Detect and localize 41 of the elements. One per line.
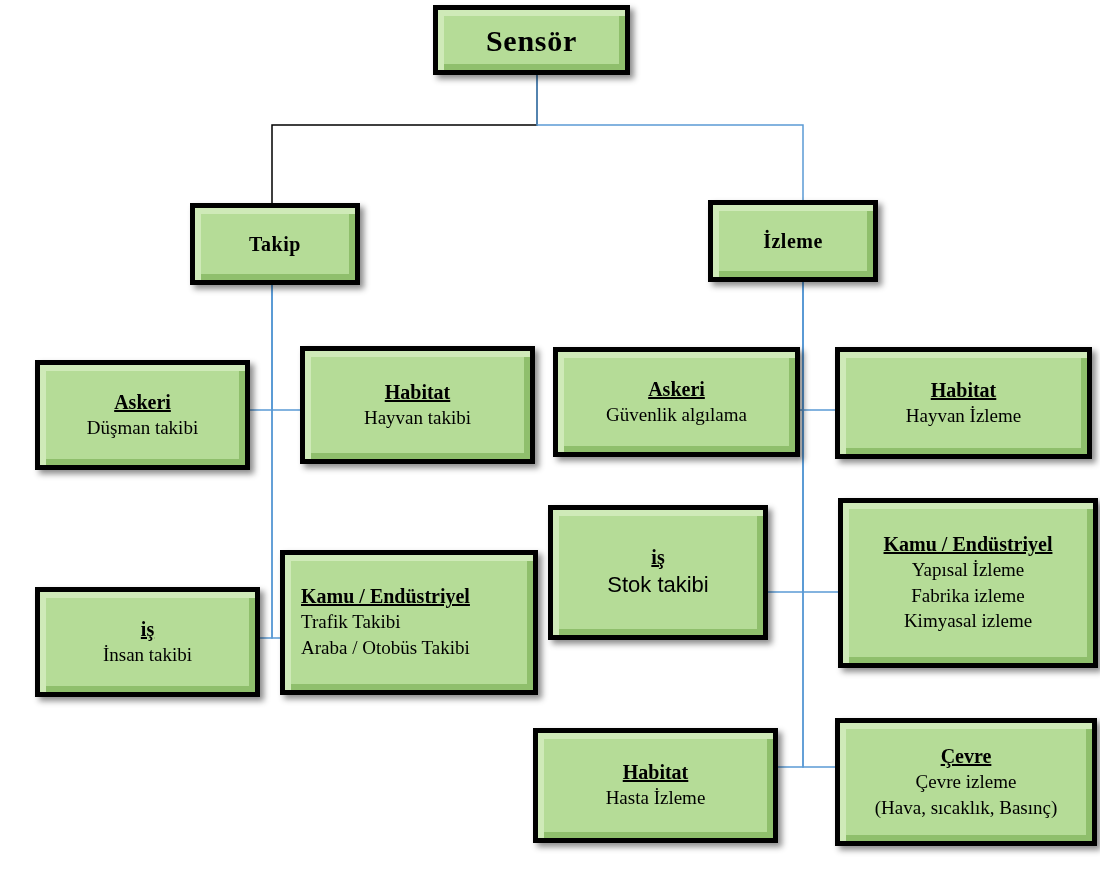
item-text: Stok takibi xyxy=(607,571,709,600)
category-box xyxy=(190,203,360,285)
category-box xyxy=(35,360,250,470)
item-text: Düşman takibi xyxy=(86,415,199,440)
category-heading: Çevre xyxy=(940,743,992,769)
item-text: Araba / Otobüs Takibi xyxy=(301,636,470,660)
item-text: İnsan takibi xyxy=(102,642,193,667)
category-heading: iş xyxy=(140,616,155,642)
item-text: (Hava, sıcaklık, Basınç) xyxy=(874,795,1058,820)
item-text: Güvenlik algılama xyxy=(606,402,747,427)
category-heading: iş xyxy=(651,545,665,571)
category-box xyxy=(553,347,800,457)
item-text: Fabrika izleme xyxy=(911,583,1025,608)
node-title: İzleme xyxy=(763,229,823,254)
category-box xyxy=(708,200,878,282)
category-heading: Habitat xyxy=(930,377,997,403)
category-heading: Kamu / Endüstriyel xyxy=(301,584,470,610)
item-text: Hasta İzleme xyxy=(605,786,706,811)
category-box xyxy=(533,728,778,843)
item-text: Trafik Takibi xyxy=(301,610,401,635)
node-title: Sensör xyxy=(485,22,578,59)
category-box xyxy=(835,347,1092,459)
category-box xyxy=(548,505,768,640)
category-heading: Askeri xyxy=(648,376,705,402)
node-title: Takip xyxy=(249,232,301,258)
item-text: Kimyasal izleme xyxy=(903,609,1033,634)
category-heading: Habitat xyxy=(622,760,689,786)
category-box xyxy=(838,498,1098,668)
item-text: Yapısal İzleme xyxy=(911,558,1025,583)
category-box xyxy=(280,550,538,695)
item-text: Çevre izleme xyxy=(915,769,1017,794)
item-text: Hayvan İzleme xyxy=(905,403,1022,428)
category-heading: Habitat xyxy=(384,379,451,405)
category-box xyxy=(35,587,260,697)
connector-line xyxy=(536,74,804,201)
category-box xyxy=(433,5,630,75)
category-heading: Kamu / Endüstriyel xyxy=(883,532,1053,558)
category-heading: Askeri xyxy=(114,389,171,415)
category-box xyxy=(300,346,535,464)
item-text: Hayvan takibi xyxy=(363,405,472,430)
category-box xyxy=(835,718,1097,846)
